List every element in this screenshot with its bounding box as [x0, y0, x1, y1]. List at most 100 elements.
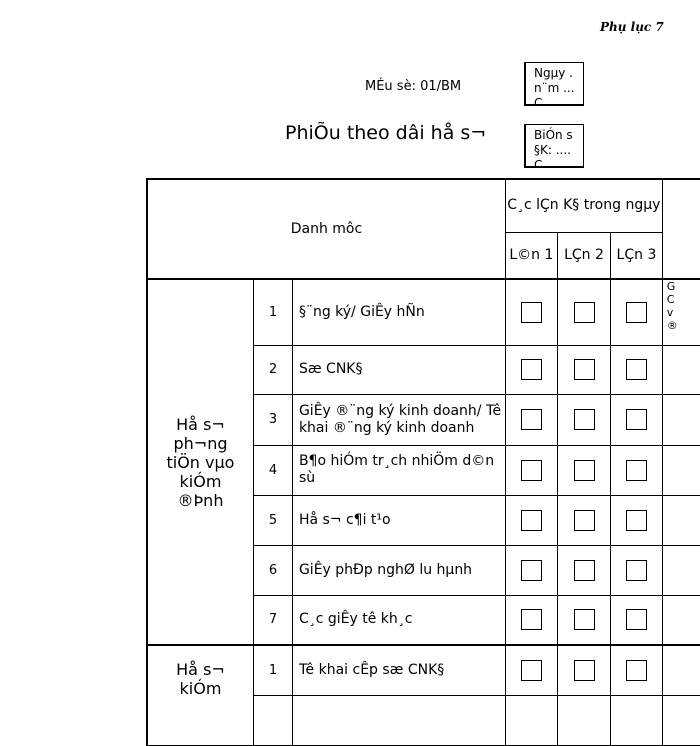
checkbox[interactable] [573, 359, 595, 380]
checkbox-cell [556, 494, 612, 546]
row-number: 5 [252, 494, 293, 546]
clipped-cell [661, 444, 700, 496]
checkbox-cell [610, 393, 663, 446]
checkbox-cell [504, 594, 558, 646]
checkbox[interactable] [520, 609, 542, 631]
page-title: PhiÕu theo dâi hå s¬ [285, 122, 487, 144]
row-label: GiÊy ®¨ng ký kinh doanh/ Tê khai ®¨ng ký… [291, 393, 506, 446]
checkbox[interactable] [520, 409, 542, 430]
row-label: §¨ng ký/ GiÊy hÑn [291, 278, 506, 346]
checklist-table: Danh môc C¸c lÇn K§ trong ngµy L©n 1 LÇn… [145, 178, 700, 746]
table-row: 5 Hå s¬ c¶i t¹o [147, 494, 700, 546]
header-attempt-2: LÇn 2 [556, 231, 612, 280]
header-clipped [661, 178, 700, 280]
row-label: B¶o hiÓm tr¸ch nhiÖm d©n sù [291, 444, 506, 496]
checkbox-cell [610, 494, 663, 546]
checkbox-cell [610, 644, 663, 696]
row-number: 1 [252, 644, 293, 696]
checkbox-cell [504, 278, 558, 346]
checkbox[interactable] [625, 409, 647, 430]
row-label: Sæ CNK§ [291, 344, 506, 395]
row-label: GiÊy phÐp nghØ lu hµnh [291, 544, 506, 596]
row-number: 6 [252, 544, 293, 596]
checkbox[interactable] [625, 659, 647, 681]
header-attempt-3: LÇn 3 [610, 231, 663, 280]
row-number [252, 694, 293, 746]
header-attempts: C¸c lÇn K§ trong ngµy [504, 178, 663, 233]
row-number: 4 [252, 444, 293, 496]
clipped-cell [661, 344, 700, 395]
checkbox-cell [610, 278, 663, 346]
registration-number-box[interactable]: BiÓn s §K: .... C... [524, 124, 584, 168]
group-label-text: Hå s¬ kiÓm [176, 660, 225, 698]
row-number: 2 [252, 344, 293, 395]
checkbox-cell [556, 344, 612, 395]
checkbox[interactable] [625, 509, 647, 531]
checkbox[interactable] [520, 459, 542, 481]
checkbox[interactable] [520, 359, 542, 380]
checkbox[interactable] [625, 359, 647, 380]
group-label: Hå s¬ kiÓm [145, 644, 254, 746]
appendix-label: Phụ lục 7 [600, 20, 664, 34]
header-attempt-1: L©n 1 [504, 231, 558, 280]
group-label: Hå s¬ ph¬ng tiÖn vµo kiÓm ®Þnh [145, 278, 254, 646]
checkbox-cell [504, 694, 558, 746]
checkbox[interactable] [625, 301, 647, 323]
checkbox-cell [610, 544, 663, 596]
checkbox-cell [610, 594, 663, 646]
date-box-line: Ngµy . [534, 66, 573, 80]
checkbox[interactable] [573, 659, 595, 681]
clipped-cell [661, 594, 700, 646]
checkbox-cell [556, 278, 612, 346]
checkbox-cell [504, 544, 558, 596]
checkbox[interactable] [573, 559, 595, 581]
date-box[interactable]: Ngµy . n¨m ... C... [524, 62, 584, 106]
clipped-note: G C v ® [661, 278, 700, 346]
checkbox[interactable] [573, 301, 595, 323]
number-box-line: C... [534, 158, 554, 168]
group-label-text: Hå s¬ ph¬ng tiÖn vµo kiÓm ®Þnh [166, 414, 235, 510]
number-box-line: §K: .... [534, 143, 571, 157]
clipped-cell [661, 494, 700, 546]
table-row: Hå s¬ ph¬ng tiÖn vµo kiÓm ®Þnh 1 §¨ng ký… [145, 278, 700, 646]
clipped-note-line: G [666, 280, 676, 293]
checkbox[interactable] [573, 509, 595, 531]
number-box-line: BiÓn s [534, 128, 573, 142]
checkbox[interactable] [625, 609, 647, 631]
clipped-cell [661, 644, 700, 696]
checkbox-cell [610, 694, 663, 746]
date-box-line: C... [534, 96, 554, 106]
table-row: 6 GiÊy phÐp nghØ lu hµnh [147, 544, 700, 596]
checkbox-cell [504, 444, 558, 496]
checkbox[interactable] [520, 509, 542, 531]
checkbox-cell [610, 344, 663, 395]
clipped-cell [661, 694, 700, 746]
checkbox[interactable] [625, 459, 647, 481]
checkbox[interactable] [520, 659, 542, 681]
date-box-line: n¨m ... [534, 81, 575, 95]
clipped-note-line: C [666, 293, 675, 306]
clipped-cell [661, 393, 700, 446]
clipped-cell [661, 544, 700, 596]
checkbox[interactable] [573, 409, 595, 430]
table-row: 4 B¶o hiÓm tr¸ch nhiÖm d©n sù [147, 444, 700, 496]
checkbox-cell [610, 444, 663, 496]
checkbox[interactable] [520, 301, 542, 323]
clipped-note-line: ® [666, 319, 678, 332]
row-label: Hå s¬ c¶i t¹o [291, 494, 506, 546]
checkbox[interactable] [520, 559, 542, 581]
form-code: MÉu sè: 01/BM [365, 79, 462, 94]
checkbox-cell [504, 344, 558, 395]
checkbox-cell [556, 694, 612, 746]
checkbox[interactable] [573, 609, 595, 631]
checkbox-cell [556, 544, 612, 596]
header-item-column: Danh môc [145, 178, 506, 280]
row-number: 7 [252, 594, 293, 646]
checkbox[interactable] [573, 459, 595, 481]
checkbox-cell [556, 594, 612, 646]
checkbox[interactable] [625, 559, 647, 581]
table-row: Hå s¬ kiÓm 1 Tê khai cÊp sæ CNK§ [145, 644, 700, 746]
clipped-note-line: v [666, 306, 674, 319]
checkbox-cell [556, 644, 612, 696]
checkbox-cell [556, 444, 612, 496]
